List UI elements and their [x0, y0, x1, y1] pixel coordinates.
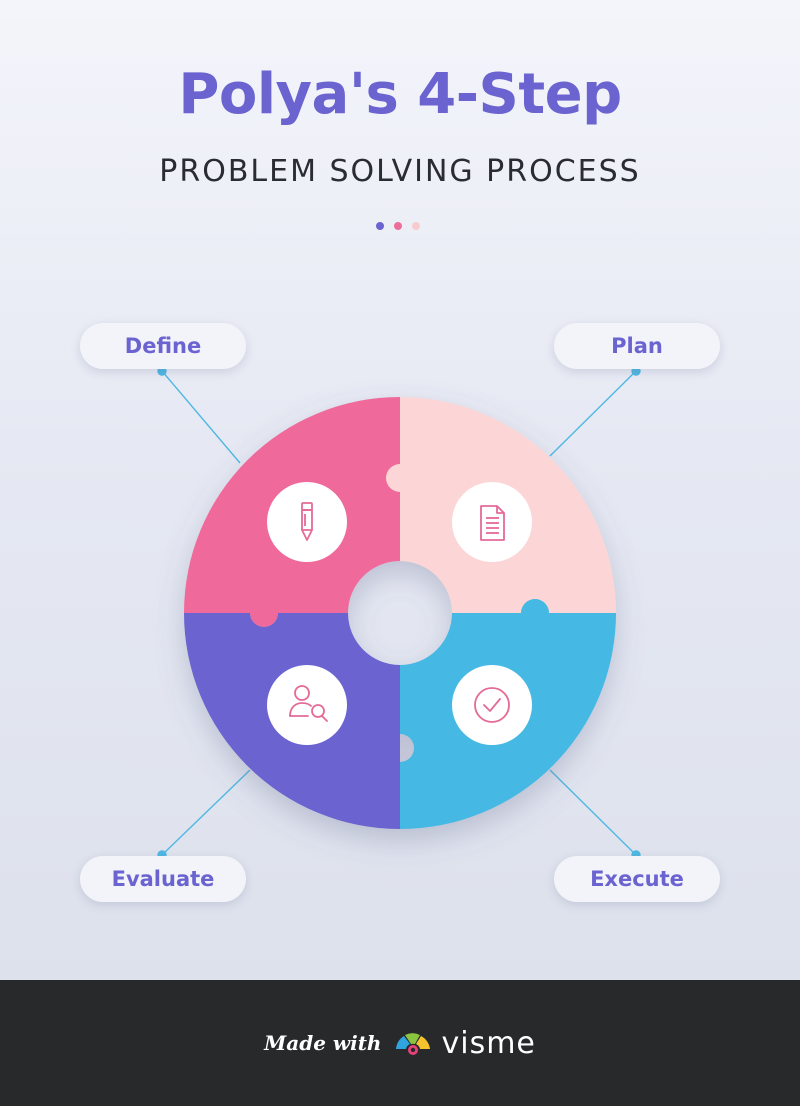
icon-badge-evaluate: [267, 665, 347, 745]
brand-name: visme: [441, 1025, 536, 1061]
dot-pink: [394, 222, 402, 230]
step-label-execute: Execute: [554, 856, 720, 902]
dot-light-pink: [412, 222, 420, 230]
icon-badge-execute: [452, 665, 532, 745]
icon-badge-plan: [452, 482, 532, 562]
infographic: Polya's 4-Step PROBLEM SOLVING PROCESS: [0, 0, 800, 980]
step-label-evaluate: Evaluate: [80, 856, 246, 902]
connector-execute: [549, 769, 637, 856]
step-label-define: Define: [80, 323, 246, 369]
footer: Made with visme: [0, 980, 800, 1106]
page-title: Polya's 4-Step: [178, 62, 622, 127]
pencil-icon: [301, 502, 313, 541]
document-icon: [480, 505, 505, 541]
connector-define: [161, 370, 241, 464]
user-search-icon: [289, 685, 328, 722]
puzzle-diagram: [157, 366, 641, 860]
page-subtitle: PROBLEM SOLVING PROCESS: [159, 154, 641, 189]
dot-purple: [376, 222, 384, 230]
connector-evaluate: [161, 769, 251, 856]
visme-logo-icon: [396, 1033, 431, 1055]
connector-plan: [549, 370, 637, 457]
icon-badge-define: [267, 482, 347, 562]
made-with-text: Made with: [264, 1031, 382, 1055]
step-label-plan: Plan: [554, 323, 720, 369]
check-circle-icon: [474, 687, 510, 723]
